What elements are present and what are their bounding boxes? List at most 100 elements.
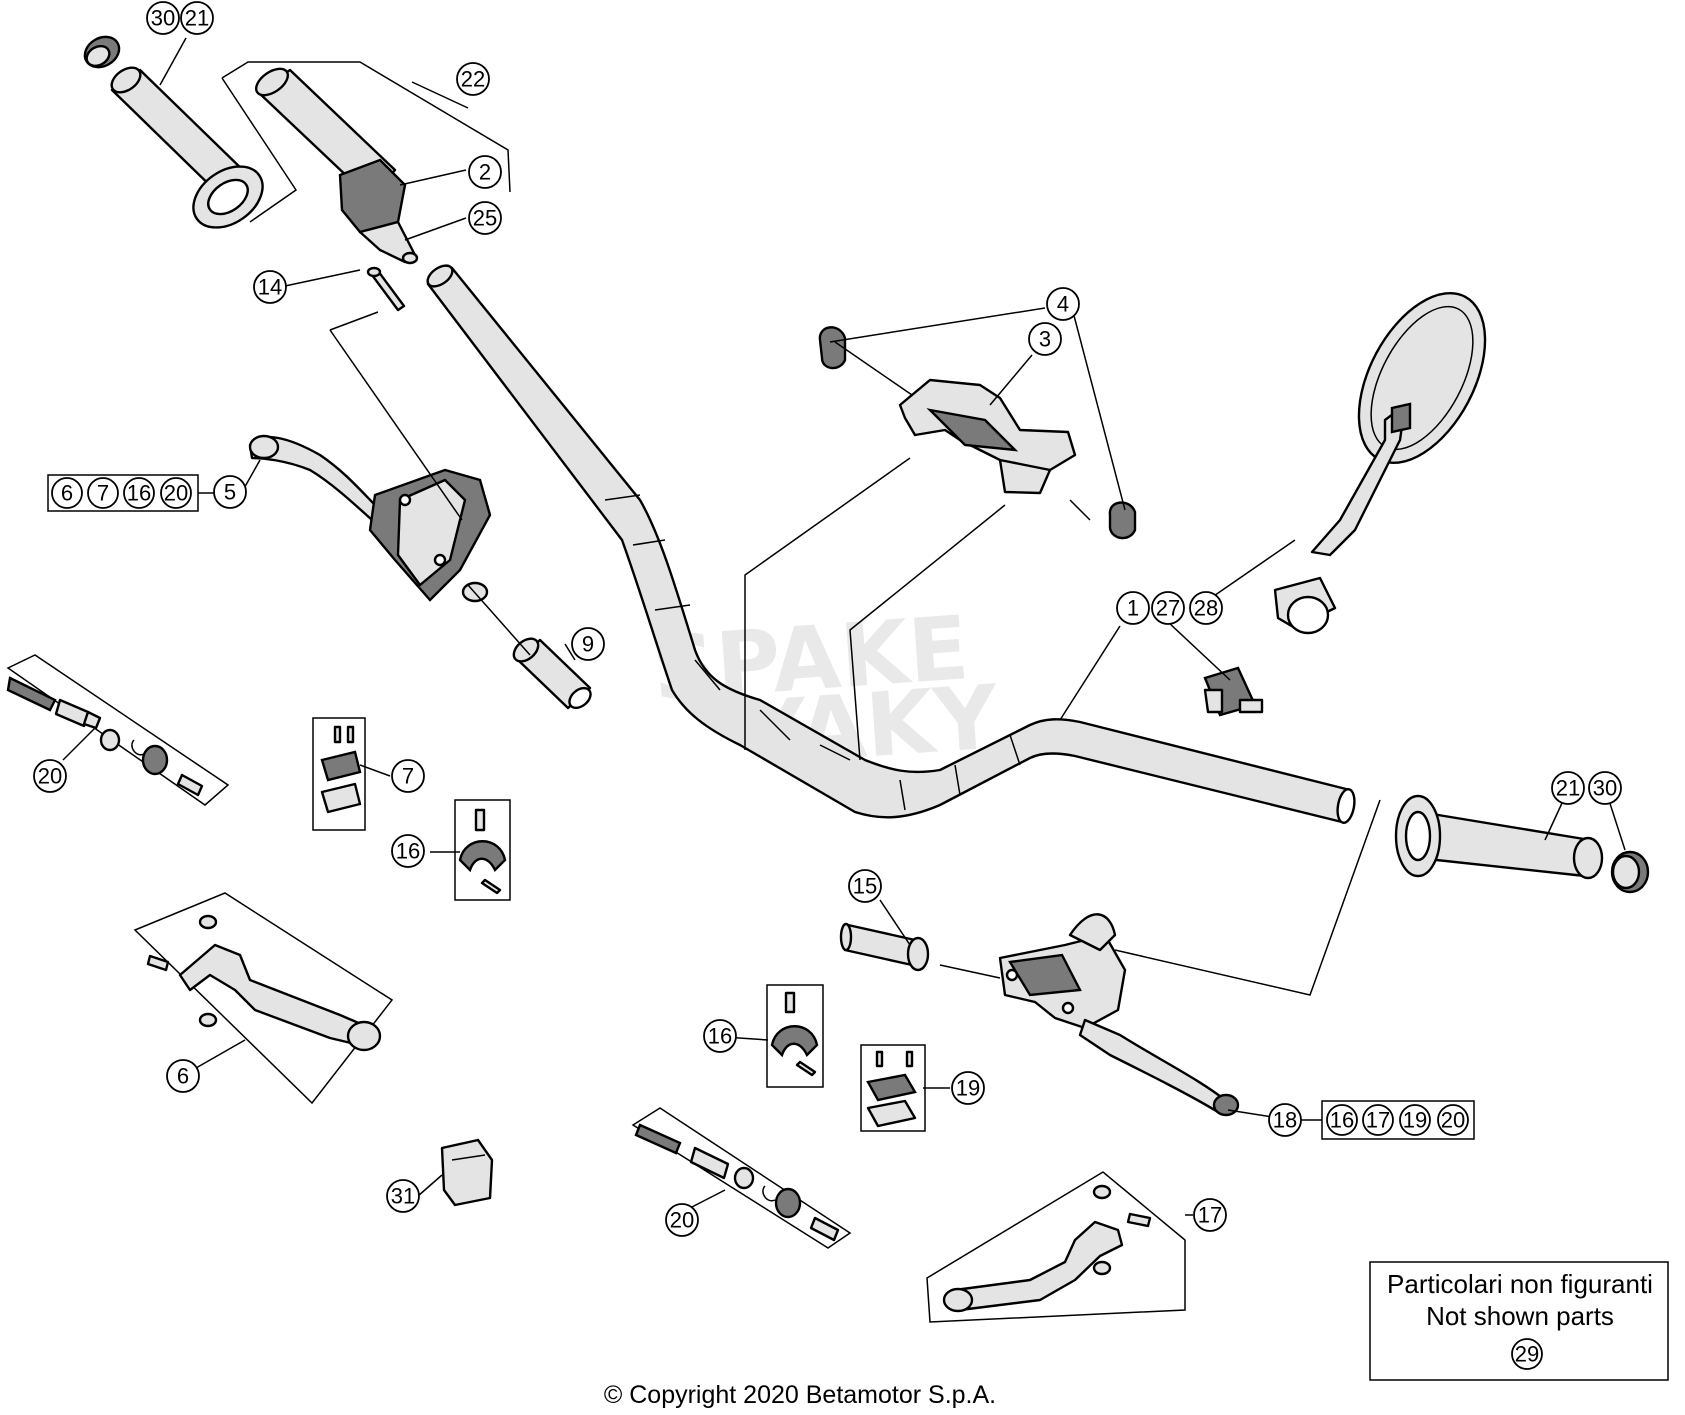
callout-30-right: 30 [1588, 771, 1622, 805]
callout-31: 31 [386, 1179, 420, 1213]
svg-text:16: 16 [396, 839, 420, 864]
callout-20-right: 20 [665, 1203, 699, 1237]
svg-text:20: 20 [164, 481, 188, 506]
piston-kit-right [631, 1107, 852, 1249]
leader-lines [62, 37, 1626, 1216]
callout-22: 22 [456, 62, 490, 96]
callout-16-right: 16 [703, 1019, 737, 1053]
clamp-16-left [454, 799, 511, 901]
svg-text:2: 2 [479, 160, 491, 185]
svg-text:27: 27 [1156, 596, 1180, 621]
svg-text:7: 7 [97, 481, 109, 506]
callout-4: 4 [1046, 287, 1080, 321]
svg-text:20: 20 [1441, 1108, 1465, 1133]
svg-text:4: 4 [1057, 292, 1069, 317]
svg-text:28: 28 [1194, 596, 1218, 621]
right-brake-assembly [998, 913, 1240, 1117]
svg-text:20: 20 [38, 764, 62, 789]
callout-6: 6 [166, 1059, 200, 1093]
callout-28: 28 [1189, 591, 1223, 625]
callout-20-left: 20 [33, 759, 67, 793]
svg-text:7: 7 [402, 764, 414, 789]
callout-5: 5 [213, 475, 247, 509]
note-line-english: Not shown parts [1426, 1301, 1614, 1331]
clamp-kit-19 [860, 1044, 926, 1132]
callout-7: 7 [391, 759, 425, 793]
svg-text:16: 16 [127, 481, 151, 506]
svg-text:16: 16 [1330, 1108, 1354, 1133]
callout-2: 2 [468, 155, 502, 189]
kit-right-item: 17 [1362, 1104, 1394, 1136]
svg-text:9: 9 [582, 632, 594, 657]
svg-text:3: 3 [1039, 327, 1051, 352]
kit-left-item: 20 [160, 477, 192, 509]
screw-14 [366, 266, 406, 312]
kit-left-item: 7 [87, 477, 119, 509]
svg-text:6: 6 [61, 481, 73, 506]
kit-right-item: 20 [1437, 1104, 1469, 1136]
right-lever-kit-17 [926, 1171, 1186, 1323]
switch-27 [1203, 666, 1264, 717]
handlebar [426, 264, 1356, 824]
clamp-16-right [766, 984, 824, 1088]
svg-text:25: 25 [473, 206, 497, 231]
svg-text:15: 15 [853, 874, 877, 899]
svg-text:17: 17 [1198, 1203, 1222, 1228]
svg-text:31: 31 [391, 1184, 415, 1209]
kit-box-right: 16 17 19 20 [1301, 1100, 1475, 1140]
svg-text:30: 30 [1593, 776, 1617, 801]
callout-15: 15 [848, 869, 882, 903]
kit-right-item: 16 [1326, 1104, 1358, 1136]
left-lever-kit-6 [133, 892, 394, 1105]
kit-left-item: 6 [51, 477, 83, 509]
svg-text:21: 21 [185, 6, 209, 31]
svg-text:19: 19 [1403, 1108, 1427, 1133]
callout-17: 17 [1193, 1198, 1227, 1232]
callout-21-right: 21 [1551, 771, 1585, 805]
svg-text:16: 16 [708, 1024, 732, 1049]
callout-29: 29 [1511, 1338, 1543, 1370]
callout-18: 18 [1268, 1103, 1302, 1137]
kit-right-item: 19 [1399, 1104, 1431, 1136]
callout-16-left: 16 [391, 834, 425, 868]
top-clamp-3 [898, 378, 1077, 495]
svg-text:19: 19 [956, 1076, 980, 1101]
svg-text:21: 21 [1556, 776, 1580, 801]
svg-text:22: 22 [461, 67, 485, 92]
left-bar-end-cap [83, 35, 121, 69]
callout-19: 19 [951, 1071, 985, 1105]
svg-text:5: 5 [224, 480, 236, 505]
not-shown-parts-note: Particolari non figuranti Not shown part… [1369, 1261, 1669, 1381]
svg-text:18: 18 [1273, 1108, 1297, 1133]
svg-text:30: 30 [151, 6, 175, 31]
mirror-28 [1273, 291, 1487, 635]
right-bar-end-cap [1610, 850, 1650, 894]
clamp-kit-7 [312, 717, 366, 831]
left-grip [110, 66, 264, 229]
callout-9: 9 [571, 627, 605, 661]
svg-text:1: 1 [1127, 596, 1139, 621]
clip-4-bottom [1108, 501, 1137, 540]
svg-text:17: 17 [1366, 1108, 1390, 1133]
pin-15 [839, 922, 930, 972]
piston-kit-left [6, 654, 230, 806]
kit-box-left: 6 7 16 20 [47, 474, 214, 512]
svg-text:14: 14 [258, 275, 282, 300]
left-clutch-assembly [248, 434, 492, 603]
note-line-italian: Particolari non figuranti [1387, 1269, 1653, 1299]
callout-27: 27 [1151, 591, 1185, 625]
kit-left-item: 16 [123, 477, 155, 509]
svg-text:29: 29 [1515, 1342, 1539, 1367]
part-31-packet [440, 1138, 494, 1207]
copyright-notice: © Copyright 2020 Betamotor S.p.A. [604, 1381, 996, 1409]
svg-text:6: 6 [177, 1064, 189, 1089]
svg-text:20: 20 [670, 1208, 694, 1233]
callout-30-top: 30 [146, 1, 180, 35]
callout-14: 14 [253, 270, 287, 304]
right-grip [1394, 794, 1604, 880]
callout-3: 3 [1028, 322, 1062, 356]
throttle-tube [254, 67, 419, 265]
callout-21-top: 21 [180, 1, 214, 35]
